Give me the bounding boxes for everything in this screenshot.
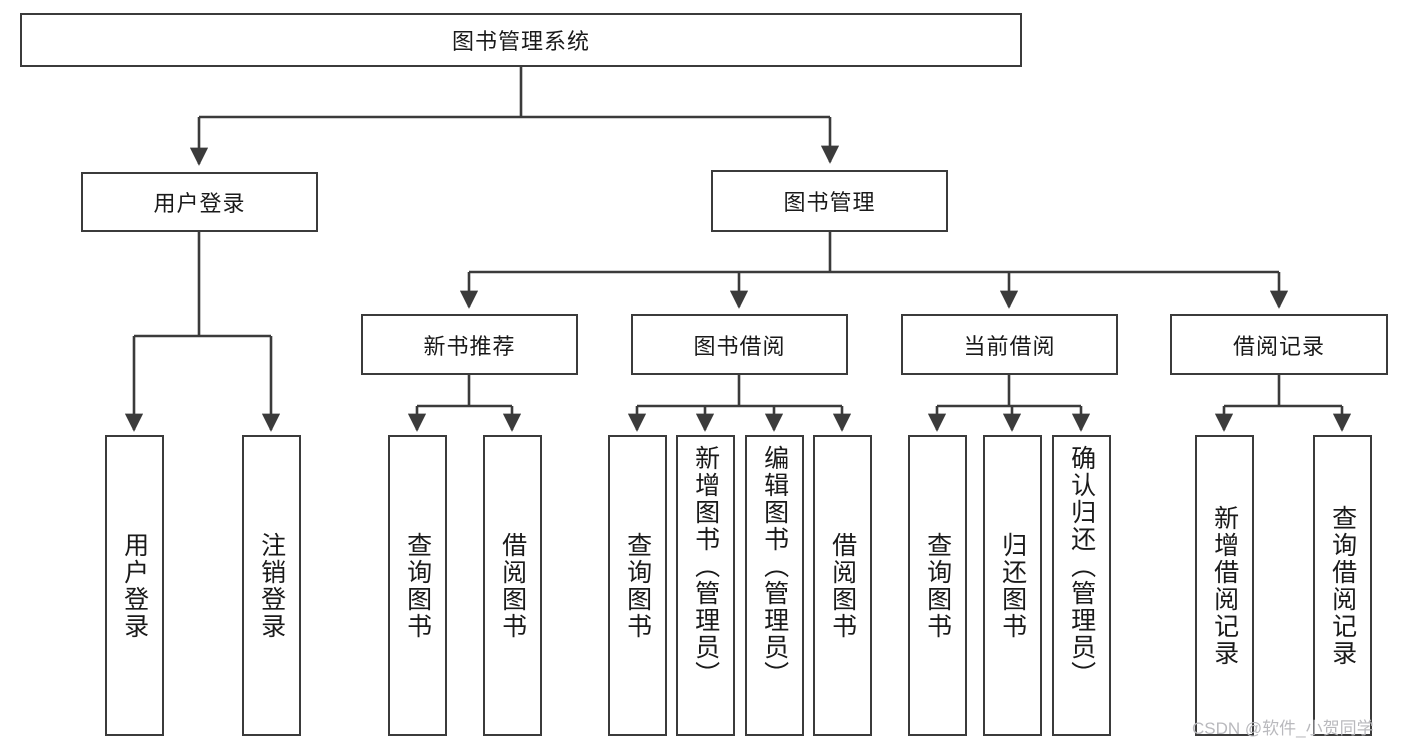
- node-current-borrow[interactable]: 当前借阅: [901, 314, 1118, 375]
- node-book-borrow-label: 图书借阅: [693, 333, 786, 359]
- leaf-borrow-record-query[interactable]: 查询借阅记录: [1313, 435, 1372, 736]
- csdn-watermark: CSDN @软件_小贺同学: [1192, 719, 1374, 738]
- leaf-book-borrow-edit-label: 编辑图书（管理员）: [760, 445, 789, 688]
- node-root-system-label: 图书管理系统: [451, 29, 590, 54]
- leaf-current-borrow-confirm-label: 确认归还（管理员）: [1067, 445, 1096, 688]
- leaf-book-borrow-add-label: 新增图书（管理员）: [691, 445, 720, 688]
- leaf-book-borrow-query-label: 查询图书: [623, 531, 652, 640]
- leaf-user-login-logout[interactable]: 注销登录: [242, 435, 301, 736]
- leaf-new-book-borrow-label: 借阅图书: [498, 531, 527, 640]
- leaf-current-borrow-return-label: 归还图书: [998, 531, 1027, 640]
- leaf-current-borrow-return[interactable]: 归还图书: [983, 435, 1042, 736]
- node-book-management-label: 图书管理: [783, 190, 876, 215]
- leaf-borrow-record-query-label: 查询借阅记录: [1328, 504, 1357, 667]
- leaf-book-borrow-borrow-label: 借阅图书: [828, 531, 857, 640]
- leaf-book-borrow-add[interactable]: 新增图书（管理员）: [676, 435, 735, 736]
- leaf-user-login-logout-label: 注销登录: [257, 531, 286, 640]
- leaf-book-borrow-borrow[interactable]: 借阅图书: [813, 435, 872, 736]
- leaf-new-book-borrow[interactable]: 借阅图书: [483, 435, 542, 736]
- leaf-user-login-login[interactable]: 用户登录: [105, 435, 164, 736]
- node-current-borrow-label: 当前借阅: [963, 333, 1056, 359]
- node-user-login[interactable]: 用户登录: [81, 172, 318, 232]
- node-new-book-recommend[interactable]: 新书推荐: [361, 314, 578, 375]
- leaf-book-borrow-query[interactable]: 查询图书: [608, 435, 667, 736]
- node-new-book-recommend-label: 新书推荐: [423, 333, 516, 359]
- leaf-new-book-query-label: 查询图书: [403, 531, 432, 640]
- leaf-user-login-login-label: 用户登录: [120, 531, 149, 640]
- leaf-book-borrow-edit[interactable]: 编辑图书（管理员）: [745, 435, 804, 736]
- node-book-management[interactable]: 图书管理: [711, 170, 948, 232]
- leaf-new-book-query[interactable]: 查询图书: [388, 435, 447, 736]
- node-user-login-label: 用户登录: [153, 191, 246, 216]
- leaf-current-borrow-query-label: 查询图书: [923, 531, 952, 640]
- node-book-borrow[interactable]: 图书借阅: [631, 314, 848, 375]
- node-borrow-record[interactable]: 借阅记录: [1170, 314, 1388, 375]
- leaf-borrow-record-add-label: 新增借阅记录: [1210, 504, 1239, 667]
- node-borrow-record-label: 借阅记录: [1232, 333, 1325, 359]
- leaf-current-borrow-confirm[interactable]: 确认归还（管理员）: [1052, 435, 1111, 736]
- node-root-system[interactable]: 图书管理系统: [20, 13, 1022, 67]
- leaf-borrow-record-add[interactable]: 新增借阅记录: [1195, 435, 1254, 736]
- leaf-current-borrow-query[interactable]: 查询图书: [908, 435, 967, 736]
